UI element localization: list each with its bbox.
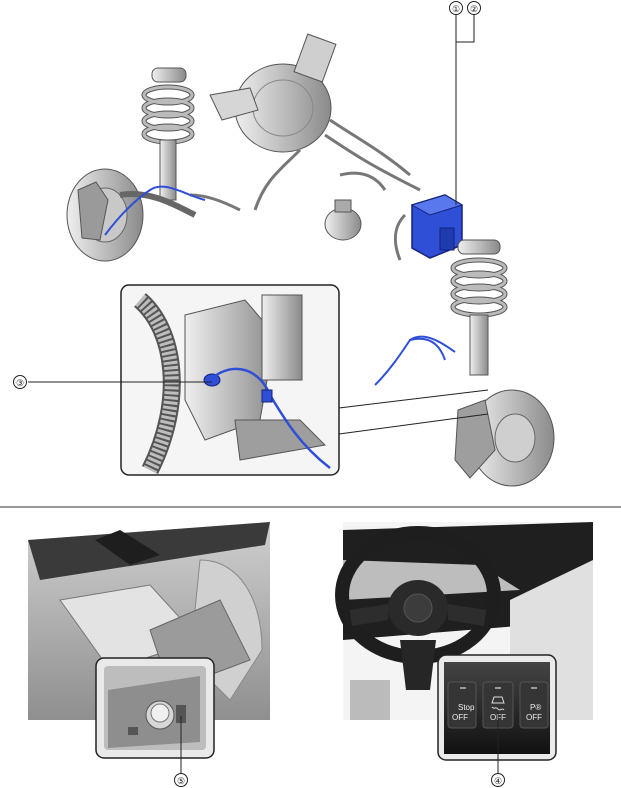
wheel-speed-sensor-harness [104,185,456,386]
dashboard-illustration: Stop OFF OFF P® OFF [335,522,593,761]
left-strut-assembly [141,67,195,201]
callout-2-marker: ② [467,1,481,15]
switch-right-label-bottom: OFF [526,713,542,722]
interior-console-illustration [28,522,270,759]
brake-booster [209,33,337,153]
callout-5-marker: ⑤ [174,773,188,787]
callout-4-marker: ④ [491,773,505,787]
callout-4-label: ④ [494,776,502,786]
brake-lines [189,118,421,212]
right-brake-disc [454,389,555,487]
vacuum-pump [324,199,362,241]
switch-left-label-top: Stop [458,703,475,712]
callout-2-label: ② [470,4,478,14]
switch-right-label-top: P® [530,703,541,712]
sensor-detail-inset [120,284,340,476]
callout-3-label: ③ [16,378,24,388]
callout-1-marker: ① [449,1,463,15]
left-brake-disc [66,168,197,262]
callout-leaders-top [28,14,475,383]
callout-5-label: ⑤ [177,776,185,786]
switch-left-label-bottom: OFF [452,713,468,722]
inset-pointer-lines [338,389,489,435]
brake-system-illustration [66,33,555,487]
callout-3-marker: ③ [13,375,27,389]
dsc-off-icon [491,696,505,711]
callout-1-label: ① [452,4,460,14]
dsc-hu-cm-unit [393,194,464,261]
right-strut-assembly [450,239,508,376]
